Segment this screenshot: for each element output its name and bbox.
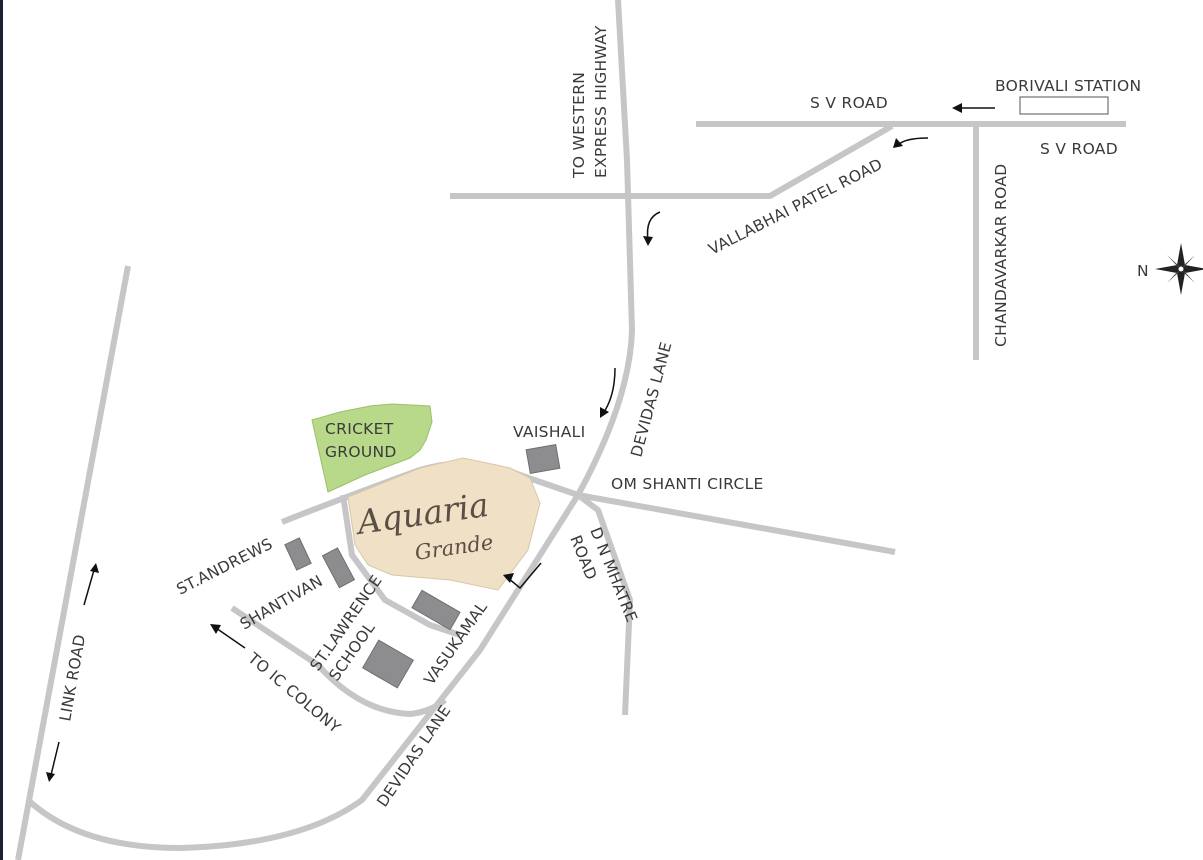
dn-mhatre-road — [576, 492, 633, 716]
left-window-edge — [0, 0, 3, 860]
label-link-road: LINK ROAD — [56, 633, 89, 723]
arrow-ic-colony — [215, 627, 246, 649]
vallabhai-patel-road — [450, 123, 894, 199]
label-chandavarkar-road: CHANDAVARKAR ROAD — [992, 164, 1010, 347]
aquaria-grande-plot — [347, 457, 541, 591]
label-to-western: TO WESTERN — [570, 72, 588, 179]
vaishali-building — [525, 443, 561, 475]
st-andrews-building — [284, 537, 312, 571]
label-devidas-lane-lower: DEVIDAS LANE — [373, 702, 454, 810]
label-cricket: CRICKET — [325, 420, 394, 438]
link-road — [15, 265, 131, 860]
borivali-station-box — [1019, 96, 1109, 115]
buildings — [284, 443, 561, 689]
label-ground: GROUND — [325, 443, 397, 461]
label-borivali-station: BORIVALI STATION — [995, 77, 1141, 95]
label-sv-road-top: S V ROAD — [810, 94, 888, 112]
devidas-lane-road — [25, 493, 581, 851]
label-vallabhai-patel-road: VALLABHAI PATEL ROAD — [706, 155, 886, 259]
shantivan-building — [321, 547, 356, 589]
arrow-devidas-upper — [603, 367, 616, 413]
arrowhead-sv-road — [952, 103, 962, 113]
label-express-highway: EXPRESS HIGHWAY — [592, 25, 610, 178]
arrowhead-vallabhai — [893, 138, 903, 148]
arrow-link-road-north — [83, 569, 95, 606]
arrow-vasukamal — [507, 562, 542, 590]
roads — [15, 0, 1126, 860]
label-st-andrews: ST.ANDREWS — [174, 535, 276, 599]
label-vaishali: VAISHALI — [513, 423, 586, 441]
arrowhead-highway — [643, 236, 653, 246]
label-devidas-lane-upper: DEVIDAS LANE — [627, 340, 675, 459]
direction-arrows — [46, 103, 995, 782]
om-shanti-road-east — [577, 492, 896, 555]
cricket-ground-area — [311, 403, 433, 493]
arrow-highway — [646, 211, 661, 241]
st-lawrence-school-building — [361, 639, 415, 689]
arrowhead-devidas-upper — [600, 407, 609, 418]
aquaria-loop-road — [340, 494, 461, 638]
arrow-link-road-south — [50, 741, 60, 776]
western-express-highway-road — [575, 0, 635, 497]
vasukamal-building — [411, 589, 461, 631]
label-compass-n: N — [1137, 262, 1149, 280]
label-om-shanti-circle: OM SHANTI CIRCLE — [611, 475, 764, 493]
compass-icon — [1155, 243, 1203, 295]
arrowhead-link-road-south — [46, 772, 55, 782]
arrow-vallabhai — [897, 137, 929, 146]
arrowhead-ic-colony — [210, 624, 221, 634]
ic-colony-road — [230, 605, 447, 717]
arrowhead-link-road-north — [90, 563, 99, 573]
label-sv-road-right: S V ROAD — [1040, 140, 1118, 158]
label-shantivan: SHANTIVAN — [237, 572, 326, 634]
arrowhead-vasukamal — [503, 573, 514, 583]
